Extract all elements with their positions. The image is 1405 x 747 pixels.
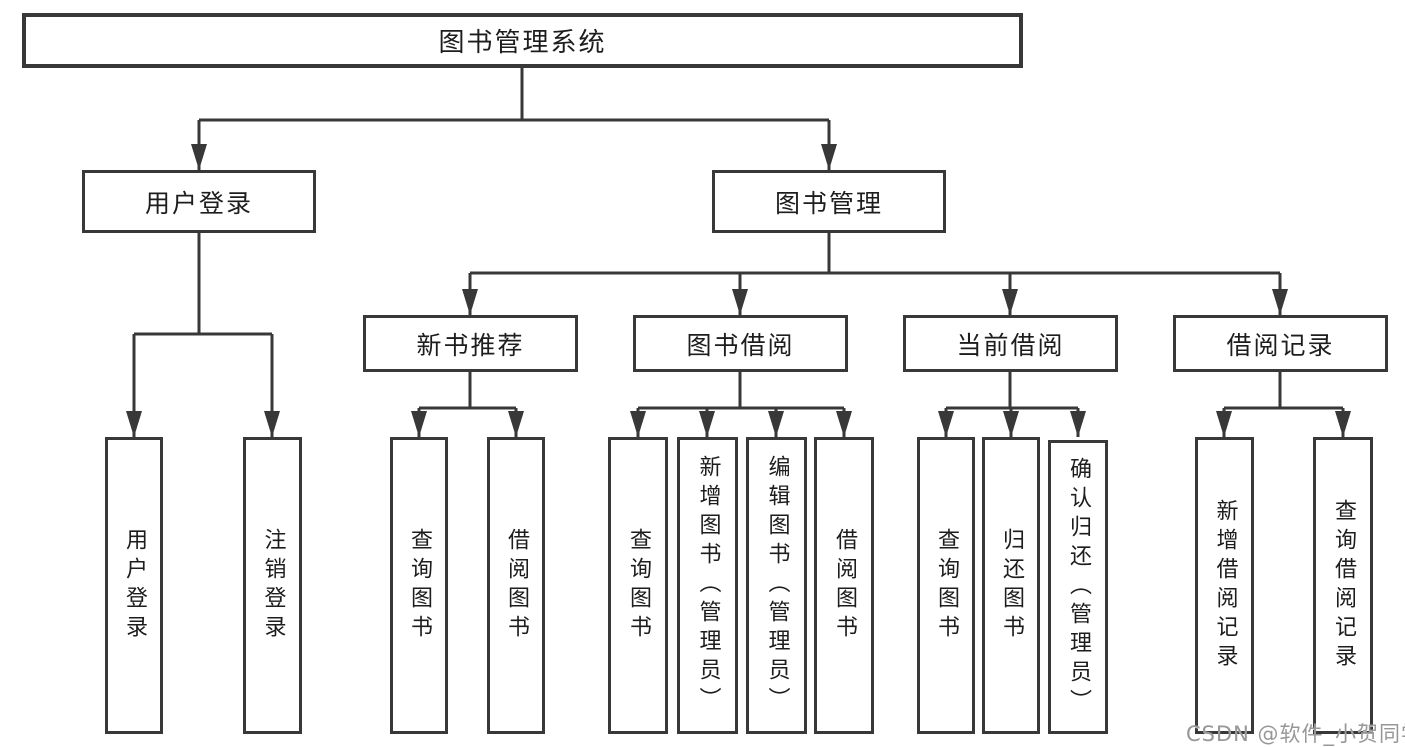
leaf-user-login: 用户登录 (105, 437, 163, 734)
node-label: 确认归还（管理员） (1066, 456, 1091, 718)
node-label: 借阅图书 (504, 527, 529, 644)
leaf-borrow-books: 借阅图书 (487, 437, 545, 734)
node-label: 借阅记录 (1226, 330, 1335, 360)
node-label: 用户登录 (122, 527, 147, 644)
node-label: 注销登录 (260, 527, 286, 644)
csdn-watermark: CSDN @软件_小贺同学 (1186, 722, 1405, 746)
leaf-return-books: 归还图书 (982, 437, 1040, 734)
node-label: 图书借阅 (686, 330, 795, 360)
node-label: 查询图书 (626, 527, 651, 644)
leaf-confirm-return-admin: 确认归还（管理员） (1048, 440, 1108, 734)
node-label: 用户登录 (144, 188, 253, 218)
node-user-login: 用户登录 (82, 170, 316, 233)
node-label: 图书管理系统 (438, 28, 607, 58)
leaf-query-books: 查询图书 (390, 437, 448, 734)
node-label: 图书管理 (774, 188, 883, 218)
node-label: 借阅图书 (832, 527, 857, 644)
node-library-management-system: 图书管理系统 (22, 13, 1023, 68)
node-label: 归还图书 (999, 527, 1024, 644)
node-label: 新增借阅记录 (1212, 498, 1238, 673)
node-book-management: 图书管理 (712, 170, 946, 233)
node-book-borrowing: 图书借阅 (633, 315, 848, 372)
node-label: 新书推荐 (416, 330, 525, 360)
leaf-edit-books-admin: 编辑图书（管理员） (746, 437, 807, 734)
leaf-borrow-books: 借阅图书 (814, 437, 874, 734)
leaf-add-books-admin: 新增图书（管理员） (677, 437, 738, 734)
node-label: 编辑图书（管理员） (764, 455, 790, 716)
node-label: 当前借阅 (956, 330, 1065, 360)
node-current-borrowing: 当前借阅 (903, 315, 1118, 372)
leaf-query-books: 查询图书 (917, 437, 975, 734)
leaf-query-borrow-record: 查询借阅记录 (1313, 437, 1373, 734)
leaf-query-books: 查询图书 (608, 437, 668, 734)
leaf-logout: 注销登录 (243, 437, 302, 734)
node-label: 查询图书 (934, 527, 959, 644)
node-new-book-recommendation: 新书推荐 (363, 315, 578, 372)
node-borrowing-records: 借阅记录 (1173, 315, 1388, 372)
node-label: 查询借阅记录 (1331, 498, 1356, 673)
node-label: 查询图书 (407, 527, 432, 644)
node-label: 新增图书（管理员） (695, 455, 721, 716)
leaf-add-borrow-record: 新增借阅记录 (1195, 437, 1254, 734)
